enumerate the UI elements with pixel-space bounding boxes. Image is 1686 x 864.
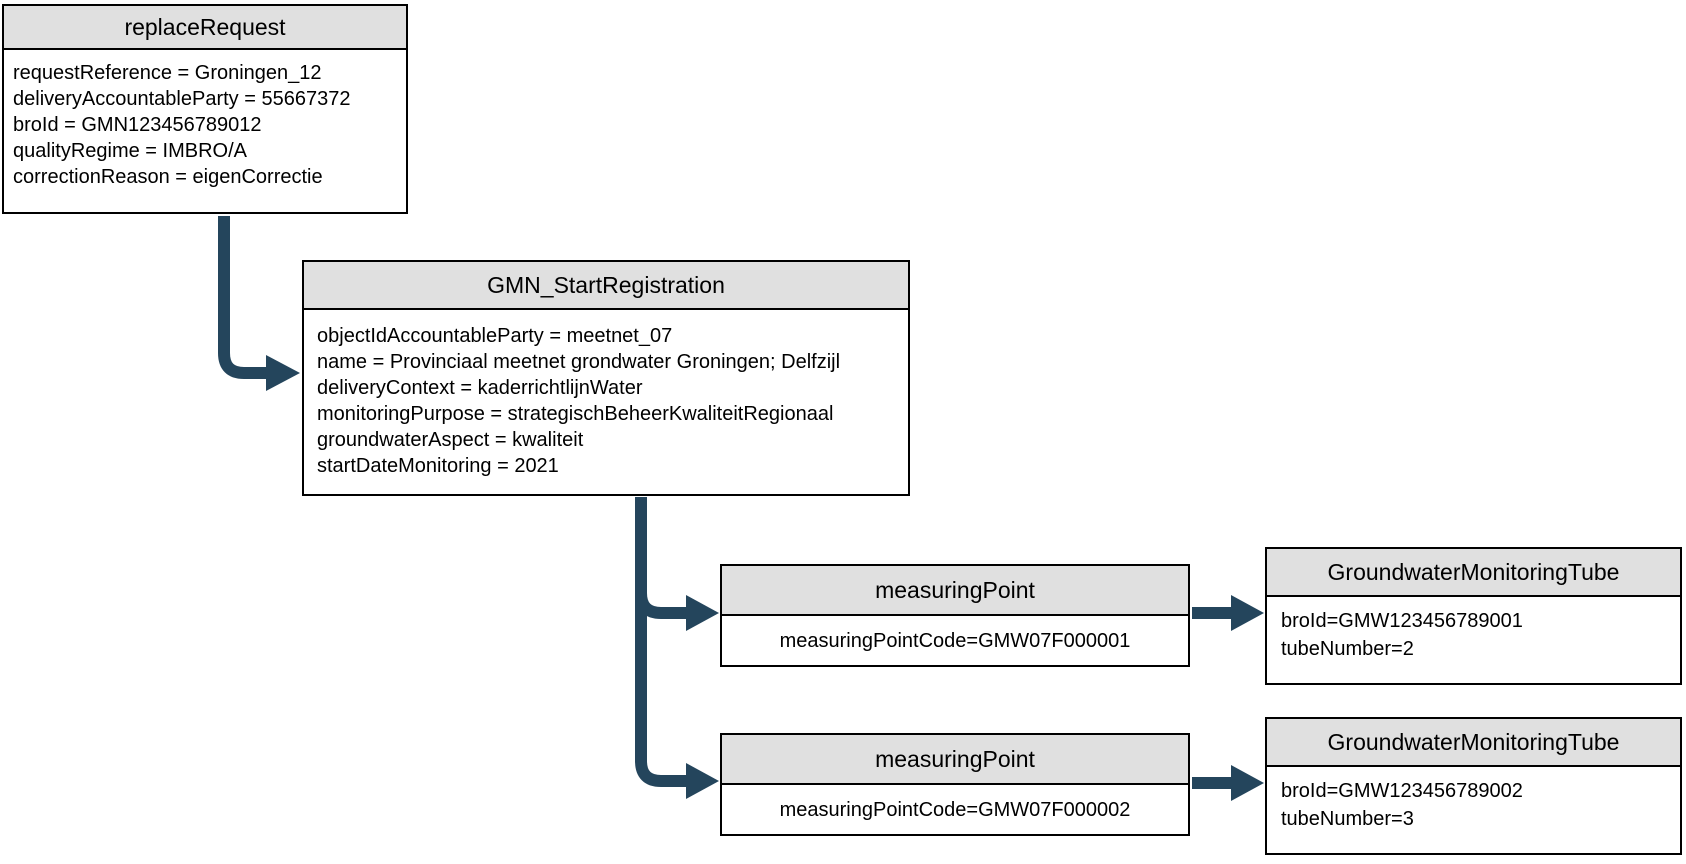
node-measuring-point-1: measuringPoint measuringPointCode=GMW07F… — [720, 564, 1190, 667]
attribute-line: deliveryContext = kaderrichtlijnWater — [317, 377, 643, 399]
attribute-line: objectIdAccountableParty = meetnet_07 — [317, 325, 673, 347]
attribute-line: requestReference = Groningen_12 — [13, 62, 322, 84]
arrowhead-icon — [686, 763, 719, 799]
node-attributes: measuringPointCode=GMW07F000001 — [722, 616, 1188, 665]
attribute-line: groundwaterAspect = kwaliteit — [317, 429, 584, 451]
connector-measuringpoint-1-to-tube-1 — [1192, 595, 1264, 631]
attribute-line: tubeNumber=3 — [1281, 808, 1414, 830]
node-title: GMN_StartRegistration — [487, 271, 725, 298]
node-title-bar: GroundwaterMonitoringTube — [1267, 549, 1680, 597]
node-title-bar: measuringPoint — [722, 566, 1188, 616]
connector-gmn-to-measuringpoint-2 — [635, 497, 719, 799]
arrowhead-icon — [686, 595, 719, 631]
node-groundwater-monitoring-tube-1: GroundwaterMonitoringTube broId=GMW12345… — [1265, 547, 1682, 685]
attribute-line: name = Provinciaal meetnet grondwater Gr… — [317, 351, 841, 373]
node-gmn-start-registration: GMN_StartRegistration objectIdAccountabl… — [302, 260, 910, 496]
node-attributes: broId=GMW123456789002 tubeNumber=3 — [1267, 767, 1680, 853]
arrowhead-icon — [1231, 765, 1264, 801]
attribute-line: qualityRegime = IMBRO/A — [13, 140, 247, 162]
node-attributes: requestReference = Groningen_12 delivery… — [4, 50, 406, 212]
attribute-line: broId=GMW123456789001 — [1281, 610, 1523, 632]
attribute-line: broId = GMN123456789012 — [13, 114, 262, 136]
arrowhead-icon — [266, 355, 300, 391]
connector-gmn-to-measuringpoint-1 — [635, 550, 719, 631]
arrowhead-icon — [1231, 595, 1264, 631]
attribute-line: correctionReason = eigenCorrectie — [13, 166, 323, 188]
node-measuring-point-2: measuringPoint measuringPointCode=GMW07F… — [720, 733, 1190, 836]
node-title: replaceRequest — [124, 13, 286, 40]
attribute-line: deliveryAccountableParty = 55667372 — [13, 88, 351, 110]
attribute-line: measuringPointCode=GMW07F000001 — [779, 629, 1131, 652]
attribute-line: measuringPointCode=GMW07F000002 — [779, 798, 1131, 821]
node-attributes: broId=GMW123456789001 tubeNumber=2 — [1267, 597, 1680, 683]
node-title: GroundwaterMonitoringTube — [1327, 728, 1620, 755]
node-title-bar: GMN_StartRegistration — [304, 262, 908, 310]
connector-measuringpoint-2-to-tube-2 — [1192, 765, 1264, 801]
node-title: GroundwaterMonitoringTube — [1327, 558, 1620, 585]
node-groundwater-monitoring-tube-2: GroundwaterMonitoringTube broId=GMW12345… — [1265, 717, 1682, 855]
attribute-line: monitoringPurpose = strategischBeheerKwa… — [317, 403, 834, 425]
attribute-line: tubeNumber=2 — [1281, 638, 1414, 660]
node-attributes: measuringPointCode=GMW07F000002 — [722, 785, 1188, 834]
node-title-bar: replaceRequest — [4, 6, 406, 50]
node-title-bar: GroundwaterMonitoringTube — [1267, 719, 1680, 767]
node-title: measuringPoint — [875, 576, 1035, 603]
connector-replacerequest-to-gmn — [218, 216, 300, 391]
node-attributes: objectIdAccountableParty = meetnet_07 na… — [304, 310, 908, 494]
attribute-line: broId=GMW123456789002 — [1281, 780, 1523, 802]
node-replace-request: replaceRequest requestReference = Gronin… — [2, 4, 408, 214]
node-title-bar: measuringPoint — [722, 735, 1188, 785]
attribute-line: startDateMonitoring = 2021 — [317, 455, 559, 477]
node-title: measuringPoint — [875, 745, 1035, 772]
